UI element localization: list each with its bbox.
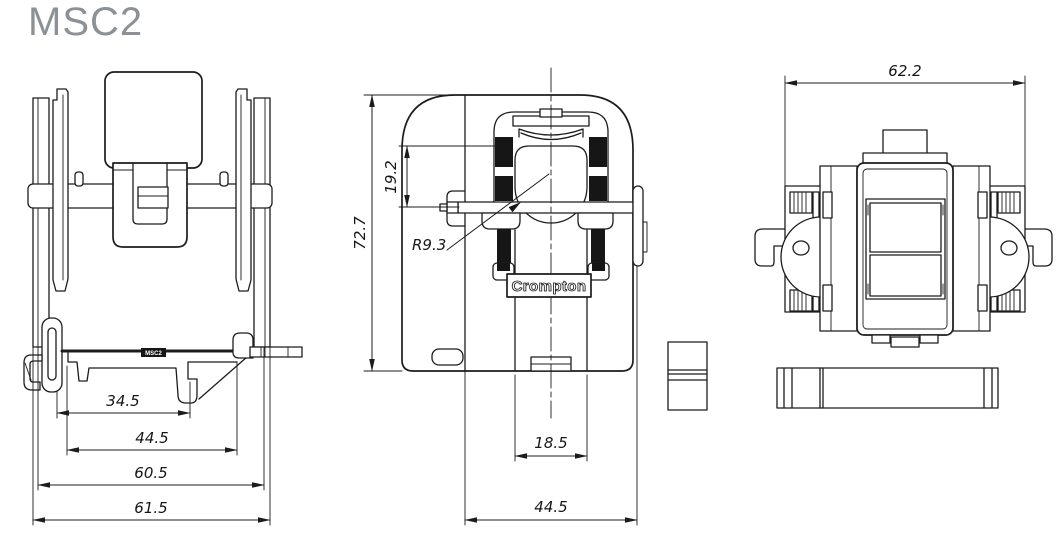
right-hinge-disc: [988, 216, 1030, 298]
side-tab: [632, 185, 644, 267]
side-arm: [249, 346, 303, 358]
left-pin: [74, 171, 84, 187]
base-profile: [67, 352, 238, 404]
side-view: 62.2: [754, 62, 1053, 409]
brand-plate: [506, 273, 592, 298]
side-dimensions: 62.2: [784, 62, 1026, 189]
dim-r9-3: R9.3: [412, 236, 446, 254]
right-pin: [219, 171, 229, 187]
dim-62-2: 62.2: [888, 62, 921, 80]
din-hook: [23, 354, 43, 391]
dim-72-7: 72.7: [351, 216, 369, 250]
dim-60-5: 60.5: [134, 464, 167, 482]
mini-label: MSC2: [145, 351, 162, 357]
front-view: Crompton 72.7 19.2 R9.3 18.5 44.5: [351, 67, 648, 526]
slider-clip: [446, 201, 459, 214]
left-wall: [32, 97, 50, 348]
front-dimensions: 72.7 19.2 R9.3 18.5 44.5: [351, 94, 638, 526]
left-hinge-disc: [780, 216, 822, 298]
bottom-slot: [431, 348, 464, 366]
window-top: [869, 202, 942, 253]
top-terminal: [882, 129, 928, 155]
rear-dimensions: 34.5 44.5 60.5 61.5: [32, 346, 271, 526]
right-wall: [253, 97, 271, 348]
latch-tooth: [137, 186, 169, 209]
din-spring-loop: [41, 317, 63, 393]
accessory-piece: [667, 341, 708, 411]
din-rail-strip: [776, 367, 999, 409]
dim-18-5: 18.5: [534, 434, 567, 452]
window-bottom: [869, 254, 942, 297]
left-hook: [754, 228, 791, 267]
clamp-block: [104, 71, 203, 169]
slider-bar-front: [457, 201, 634, 214]
dim-44-5-rear: 44.5: [135, 429, 168, 447]
right-clip: [235, 88, 252, 292]
right-hook: [1019, 228, 1053, 267]
left-clip: [52, 88, 69, 292]
dim-44-5-front: 44.5: [534, 498, 567, 516]
dim-34-5: 34.5: [106, 392, 139, 410]
dim-61-5: 61.5: [134, 499, 167, 517]
arm-curl: [232, 332, 254, 359]
brand-logo: Crompton: [512, 278, 587, 295]
mini-label-plate: [141, 348, 166, 357]
dim-19-2: 19.2: [382, 160, 400, 193]
rear-view: MSC2 34.5 44.5 60.5 61.5: [23, 71, 303, 526]
page-title: MSC2: [28, 0, 144, 44]
